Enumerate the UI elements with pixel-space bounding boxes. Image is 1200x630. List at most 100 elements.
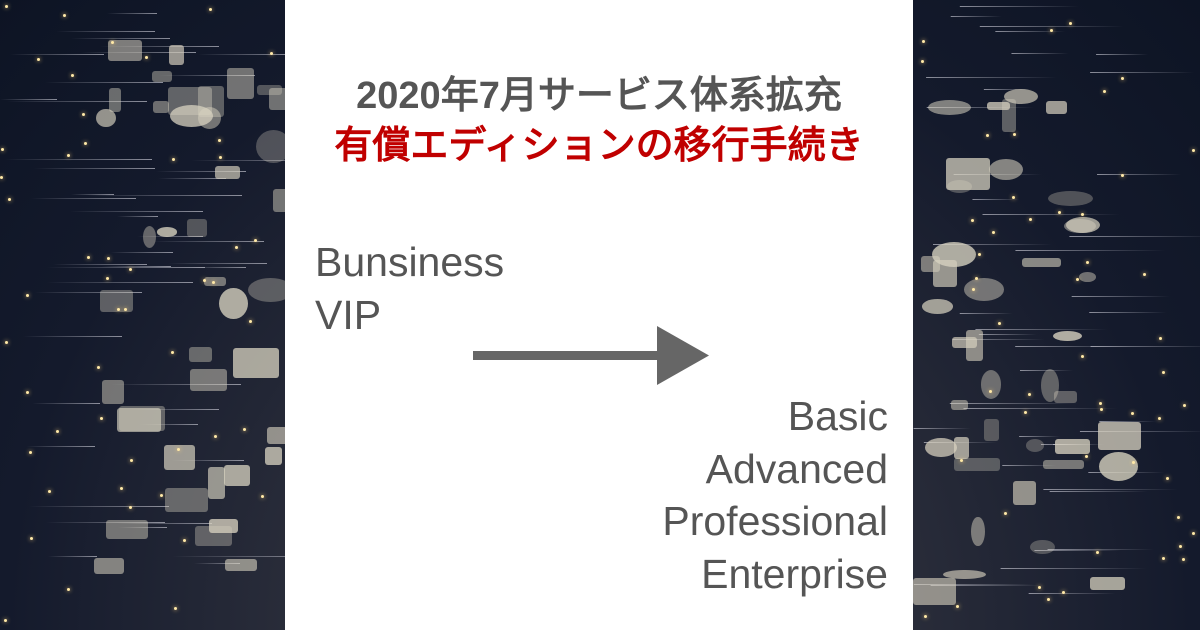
- light-dot: [1191, 532, 1195, 536]
- light-dot: [1080, 212, 1084, 216]
- light-streak: [191, 266, 246, 268]
- light-dot: [249, 320, 253, 324]
- light-dot: [211, 281, 215, 285]
- collage-item: [1055, 438, 1090, 454]
- light-streak: [4, 158, 153, 160]
- light-streak: [29, 505, 169, 507]
- collage-item: [165, 488, 208, 512]
- light-dot: [209, 7, 212, 11]
- light-dot: [992, 230, 996, 234]
- light-streak: [172, 556, 285, 558]
- collage-item: [1052, 330, 1083, 342]
- light-streak: [1072, 295, 1170, 297]
- light-dot: [160, 493, 164, 497]
- light-dot: [1158, 417, 1162, 421]
- light-dot: [37, 58, 41, 62]
- light-streak: [980, 26, 1124, 28]
- light-dot: [1191, 148, 1195, 152]
- light-dot: [1179, 544, 1183, 548]
- light-streak: [994, 31, 1066, 33]
- collage-item: [932, 242, 976, 268]
- collage-item: [108, 87, 122, 112]
- light-dot: [1120, 76, 1124, 80]
- collage-item: [190, 369, 228, 392]
- light-dot: [28, 451, 32, 455]
- light-dot: [242, 428, 246, 432]
- light-streak: [914, 428, 971, 430]
- light-dot: [70, 73, 74, 77]
- light-dot: [183, 538, 187, 542]
- light-dot: [971, 219, 975, 223]
- collage-item: [168, 86, 213, 116]
- content-panel: 2020年7月サービス体系拡充 有償エディションの移行手続き Bunsiness…: [285, 0, 913, 630]
- light-dot: [1003, 511, 1007, 515]
- light-streak: [1090, 72, 1195, 74]
- light-dot: [1075, 278, 1079, 282]
- decorative-collage-right: [913, 0, 1200, 630]
- light-streak: [47, 282, 194, 284]
- light-streak: [55, 31, 156, 33]
- collage-item: [913, 578, 956, 605]
- light-dot: [47, 490, 51, 494]
- light-streak: [1010, 53, 1069, 55]
- light-streak: [44, 81, 164, 83]
- collage-item: [1079, 272, 1097, 283]
- collage-item: [207, 466, 226, 499]
- light-streak: [191, 160, 285, 162]
- light-streak: [960, 313, 1014, 315]
- light-dot: [1038, 586, 1042, 590]
- collage-item: [266, 427, 285, 444]
- light-streak: [1095, 53, 1148, 55]
- light-dot: [1085, 454, 1089, 458]
- light-dot: [1177, 516, 1181, 520]
- collage-item: [1054, 391, 1077, 403]
- light-dot: [960, 459, 964, 463]
- light-dot: [1050, 28, 1054, 32]
- collage-item: [964, 277, 1004, 301]
- light-dot: [0, 175, 3, 179]
- old-editions-list: Bunsiness VIP: [315, 236, 504, 342]
- collage-item: [1048, 191, 1094, 207]
- collage-item: [950, 400, 968, 411]
- collage-item: [247, 277, 285, 303]
- light-streak: [45, 521, 166, 523]
- collage-item: [256, 130, 285, 164]
- light-streak: [7, 101, 148, 103]
- light-streak: [950, 402, 1079, 404]
- light-dot: [5, 4, 9, 8]
- page-title: 2020年7月サービス体系拡充: [356, 75, 842, 117]
- light-dot: [975, 276, 979, 280]
- light-dot: [82, 113, 86, 117]
- new-edition-enterprise: Enterprise: [701, 550, 888, 597]
- light-streak: [975, 329, 1108, 331]
- collage-item: [1012, 481, 1036, 506]
- collage-item: [1046, 100, 1068, 114]
- light-streak: [1047, 548, 1154, 550]
- light-streak: [26, 445, 95, 447]
- light-streak: [71, 194, 115, 196]
- light-dot: [56, 429, 60, 433]
- collage-item: [189, 347, 212, 362]
- light-streak: [1015, 346, 1130, 348]
- light-dot: [1103, 89, 1107, 93]
- collage-item: [224, 559, 257, 571]
- light-dot: [1162, 371, 1166, 375]
- collage-item: [921, 299, 953, 314]
- light-streak: [139, 424, 199, 426]
- light-streak: [35, 292, 143, 294]
- new-editions-list: Basic Advanced Professional Enterprise: [662, 390, 888, 600]
- light-streak: [156, 170, 246, 172]
- light-streak: [1001, 567, 1147, 569]
- light-dot: [998, 321, 1002, 325]
- collage-item: [1021, 258, 1061, 267]
- collage-item: [156, 227, 178, 237]
- light-dot: [67, 588, 71, 592]
- light-dot: [989, 389, 993, 393]
- old-edition-vip: VIP: [315, 292, 382, 338]
- light-streak: [110, 384, 241, 386]
- light-dot: [986, 133, 990, 137]
- collage-item: [1040, 369, 1059, 403]
- collage-item: [106, 519, 148, 540]
- collage-item: [981, 370, 1002, 399]
- light-streak: [193, 563, 240, 565]
